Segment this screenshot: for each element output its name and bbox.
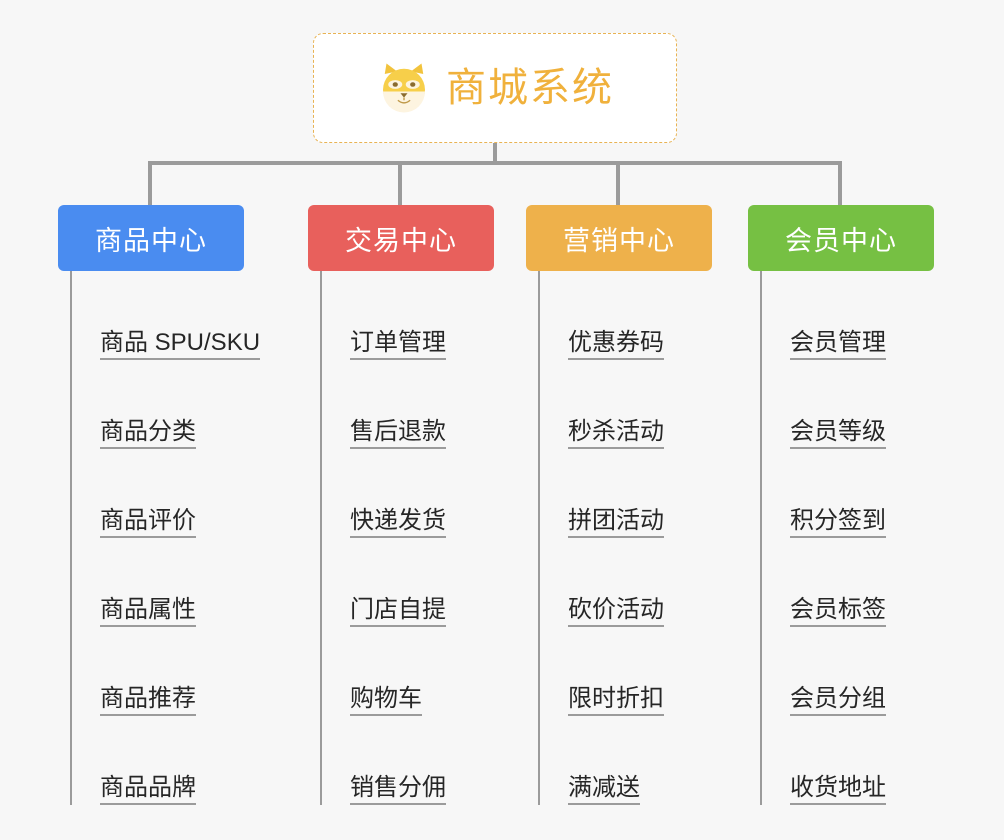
leaf-spine xyxy=(70,271,72,805)
leaf-label: 砍价活动 xyxy=(568,596,664,627)
leaf-item[interactable]: 收货地址 xyxy=(760,716,934,805)
leaf-item[interactable]: 门店自提 xyxy=(320,538,494,627)
leaf-list-3: 优惠券码 秒杀活动 拼团活动 砍价活动 限时折扣 满减送 xyxy=(538,271,712,805)
connector-drop-4 xyxy=(838,161,842,205)
branch-column-4: 会员中心 会员管理 会员等级 积分签到 会员标签 会员分组 收货地址 xyxy=(748,205,934,821)
branch-header-1[interactable]: 商品中心 xyxy=(58,205,244,271)
leaf-spine xyxy=(320,271,322,805)
leaf-item[interactable]: 销售分佣 xyxy=(320,716,494,805)
branch-header-2[interactable]: 交易中心 xyxy=(308,205,494,271)
connector-drop-3 xyxy=(616,161,620,205)
leaf-item[interactable]: 积分签到 xyxy=(760,449,934,538)
leaf-label: 商品推荐 xyxy=(100,685,196,716)
leaf-item[interactable]: 商品品牌 xyxy=(70,716,260,805)
leaf-label: 商品评价 xyxy=(100,507,196,538)
leaf-item[interactable]: 满减送 xyxy=(538,716,712,805)
leaf-label: 积分签到 xyxy=(790,507,886,538)
leaf-label: 会员管理 xyxy=(790,329,886,360)
leaf-item[interactable]: 会员标签 xyxy=(760,538,934,627)
branch-column-2: 交易中心 订单管理 售后退款 快递发货 门店自提 购物车 销售分佣 xyxy=(308,205,494,821)
leaf-item[interactable]: 会员等级 xyxy=(760,360,934,449)
leaf-item[interactable]: 商品属性 xyxy=(70,538,260,627)
root-node[interactable]: 商城系统 xyxy=(313,33,677,143)
leaf-label: 优惠券码 xyxy=(568,329,664,360)
leaf-label: 购物车 xyxy=(350,685,422,716)
connector-drop-1 xyxy=(148,161,152,205)
leaf-item[interactable]: 商品 SPU/SKU xyxy=(70,271,261,360)
leaf-item[interactable]: 砍价活动 xyxy=(538,538,712,627)
leaf-label: 会员等级 xyxy=(790,418,886,449)
leaf-label: 收货地址 xyxy=(790,774,886,805)
leaf-item[interactable]: 会员管理 xyxy=(760,271,934,360)
leaf-item[interactable]: 优惠券码 xyxy=(538,271,712,360)
branch-column-1: 商品中心 商品 SPU/SKU 商品分类 商品评价 商品属性 商品推荐 商品品牌 xyxy=(58,205,261,821)
branch-header-3[interactable]: 营销中心 xyxy=(526,205,712,271)
leaf-item[interactable]: 商品推荐 xyxy=(70,627,260,716)
leaf-item[interactable]: 购物车 xyxy=(320,627,494,716)
leaf-spine xyxy=(760,271,762,805)
leaf-label: 会员标签 xyxy=(790,596,886,627)
connector-drop-2 xyxy=(398,161,402,205)
leaf-label: 拼团活动 xyxy=(568,507,664,538)
leaf-label: 订单管理 xyxy=(350,329,446,360)
leaf-spine xyxy=(538,271,540,805)
leaf-item[interactable]: 商品评价 xyxy=(70,449,260,538)
leaf-label: 商品分类 xyxy=(100,418,196,449)
leaf-item[interactable]: 订单管理 xyxy=(320,271,494,360)
leaf-label: 快递发货 xyxy=(350,507,446,538)
leaf-list-4: 会员管理 会员等级 积分签到 会员标签 会员分组 收货地址 xyxy=(760,271,934,805)
branch-header-4[interactable]: 会员中心 xyxy=(748,205,934,271)
leaf-list-1: 商品 SPU/SKU 商品分类 商品评价 商品属性 商品推荐 商品品牌 xyxy=(70,271,261,805)
branch-header-label: 营销中心 xyxy=(563,225,675,256)
branch-header-label: 交易中心 xyxy=(345,225,457,256)
connector-horizontal-bar xyxy=(148,161,842,165)
leaf-label: 商品 SPU/SKU xyxy=(100,329,261,360)
branch-header-label: 会员中心 xyxy=(785,225,897,256)
leaf-item[interactable]: 秒杀活动 xyxy=(538,360,712,449)
branch-header-label: 商品中心 xyxy=(95,225,207,256)
leaf-label: 售后退款 xyxy=(350,418,446,449)
leaf-item[interactable]: 售后退款 xyxy=(320,360,494,449)
leaf-item[interactable]: 限时折扣 xyxy=(538,627,712,716)
leaf-label: 满减送 xyxy=(568,774,640,805)
leaf-item[interactable]: 快递发货 xyxy=(320,449,494,538)
leaf-item[interactable]: 商品分类 xyxy=(70,360,260,449)
leaf-label: 销售分佣 xyxy=(350,774,446,805)
leaf-label: 门店自提 xyxy=(350,596,446,627)
branch-column-3: 营销中心 优惠券码 秒杀活动 拼团活动 砍价活动 限时折扣 满减送 xyxy=(526,205,712,821)
leaf-label: 会员分组 xyxy=(790,685,886,716)
leaf-item[interactable]: 拼团活动 xyxy=(538,449,712,538)
connector-root-stub xyxy=(493,143,497,164)
leaf-list-2: 订单管理 售后退款 快递发货 门店自提 购物车 销售分佣 xyxy=(320,271,494,805)
leaf-label: 限时折扣 xyxy=(568,685,664,716)
leaf-label: 商品属性 xyxy=(100,596,196,627)
leaf-label: 秒杀活动 xyxy=(568,418,664,449)
root-title: 商城系统 xyxy=(446,66,614,110)
leaf-label: 商品品牌 xyxy=(100,774,196,805)
shiba-dog-face-icon xyxy=(376,60,432,116)
leaf-item[interactable]: 会员分组 xyxy=(760,627,934,716)
